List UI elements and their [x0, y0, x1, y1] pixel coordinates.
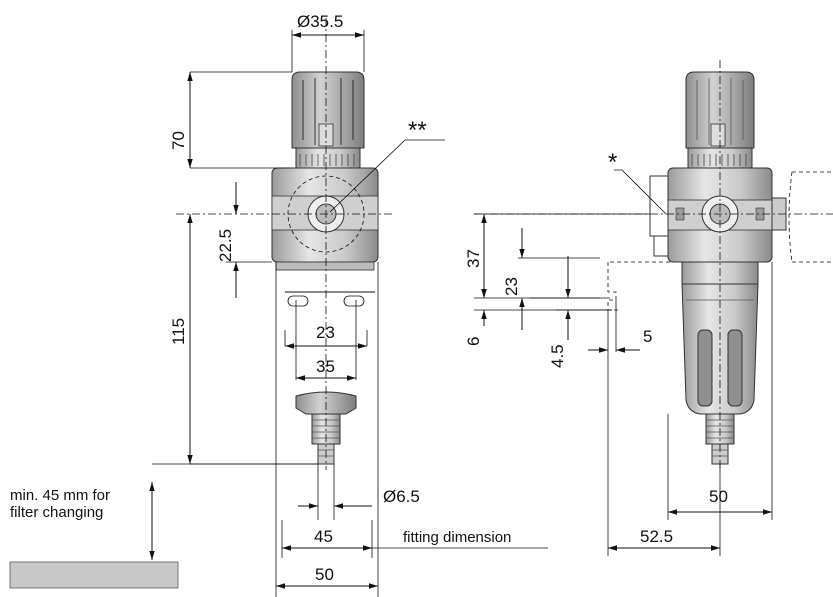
dim-fitting: 45: [314, 527, 333, 546]
floor-surface: [9, 561, 179, 589]
dim-knob-height: 70: [169, 131, 188, 150]
dim-50-side: 50: [709, 487, 728, 506]
dim-52-5: 52.5: [640, 527, 673, 546]
right-view: * 37 23 6 4.5 5 50 52.5: [464, 60, 833, 556]
dim-mount-width: 35: [316, 357, 335, 376]
mark-gauge-port: **: [408, 117, 427, 144]
mark-bracket: *: [608, 149, 617, 176]
dim-width: 50: [315, 565, 334, 584]
dim-mount-spacing: 23: [316, 323, 335, 342]
dim-23: 23: [502, 277, 521, 296]
note-filter-change-line1: min. 45 mm for: [10, 487, 110, 504]
dim-5: 5: [643, 327, 652, 346]
dim-hose-diameter: Ø6.5: [383, 487, 420, 506]
regulator-body: [271, 167, 379, 271]
mounting-slots: [285, 291, 375, 307]
dim-6: 6: [464, 337, 483, 346]
dim-4-5: 4.5: [548, 344, 567, 368]
dim-port-offset: 22.5: [216, 229, 235, 262]
regulator-body-side: [649, 167, 833, 263]
left-view: Ø35.5 70 22.5 115 23 35 Ø6.5 45 fitting …: [9, 12, 548, 597]
dim-bottom-height: 115: [169, 318, 188, 345]
dim-37: 37: [464, 249, 483, 268]
adjustment-knob: [291, 71, 365, 169]
label-fitting-dimension: fitting dimension: [403, 529, 511, 546]
dim-top-diameter: Ø35.5: [297, 12, 343, 31]
note-filter-change-line2: filter changing: [10, 504, 103, 521]
